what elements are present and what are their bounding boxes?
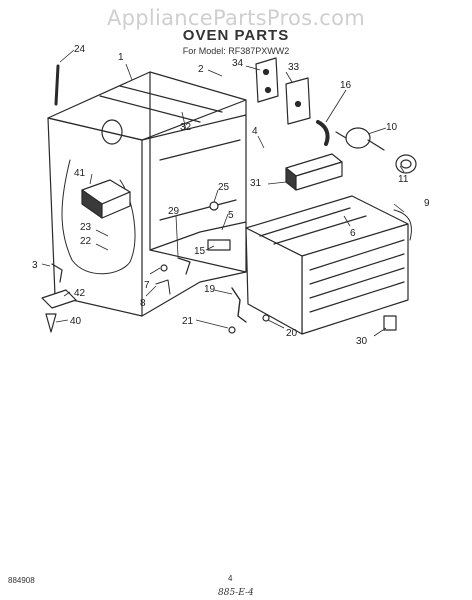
callout-25: 25 [218, 182, 230, 193]
callout-10: 10 [386, 122, 398, 133]
diagram-subtitle: For Model: RF387PXWW2 [182, 46, 290, 56]
footer-document-code: 884908 [8, 576, 35, 585]
watermark: AppliancePartsPros.com [106, 6, 366, 30]
callout-40: 40 [70, 316, 82, 327]
callout-16: 16 [340, 80, 352, 91]
footer-handwritten-code: 885-E-4 [218, 588, 254, 598]
callout-1: 1 [118, 52, 124, 63]
callout-3: 3 [32, 260, 38, 271]
callout-22: 22 [80, 236, 92, 247]
part-30-foot [383, 315, 397, 331]
part-9-rack [393, 209, 412, 241]
part-40-leg [45, 313, 57, 333]
part-34-bracket [255, 57, 279, 103]
callout-32: 32 [180, 122, 192, 133]
part-8-part [155, 279, 171, 295]
callout-34: 34 [232, 58, 244, 69]
part-20-screw [262, 314, 270, 322]
part-16-tube [316, 120, 330, 146]
callout-9: 9 [424, 198, 430, 209]
callout-33: 33 [288, 62, 300, 73]
callout-21: 21 [182, 316, 194, 327]
callout-41: 41 [74, 168, 86, 179]
part-11-knob [395, 154, 417, 174]
callout-29: 29 [168, 206, 180, 217]
callout-11: 11 [398, 174, 409, 185]
callout-2: 2 [198, 64, 204, 75]
part-15-bracket [207, 239, 231, 251]
callout-19: 19 [204, 284, 216, 295]
rear-disc [101, 119, 123, 145]
part-7-part [160, 264, 168, 272]
part-21-screw [228, 326, 236, 334]
callout-42: 42 [74, 288, 86, 299]
diagram-title: OVEN PARTS [182, 27, 290, 44]
callout-24: 24 [74, 44, 86, 55]
wire-harness [61, 159, 136, 275]
rear-frame [149, 71, 247, 273]
oven-cavity-front [245, 227, 303, 335]
part-24-rod [54, 64, 60, 106]
callout-5: 5 [228, 210, 234, 221]
callout-30: 30 [356, 336, 368, 347]
footer-page-number: 4 [228, 574, 233, 583]
part-3-leveler [51, 263, 63, 283]
callout-4: 4 [252, 126, 258, 137]
part-10-valve [345, 127, 371, 149]
part-29-part [177, 257, 191, 275]
callout-labels: 1 2 3 4 5 6 7 8 9 10 11 15 16 19 20 21 2… [32, 44, 430, 347]
callout-6: 6 [350, 228, 356, 239]
part-19-clip [231, 287, 247, 323]
callout-7: 7 [144, 280, 150, 291]
callout-31: 31 [250, 178, 262, 189]
part-25-fastener [209, 201, 219, 211]
callout-15: 15 [194, 246, 206, 257]
callout-23: 23 [80, 222, 92, 233]
callout-20: 20 [286, 328, 298, 339]
callout-8: 8 [140, 298, 146, 309]
part-42-bracket [41, 289, 77, 309]
top-frame [47, 71, 247, 141]
